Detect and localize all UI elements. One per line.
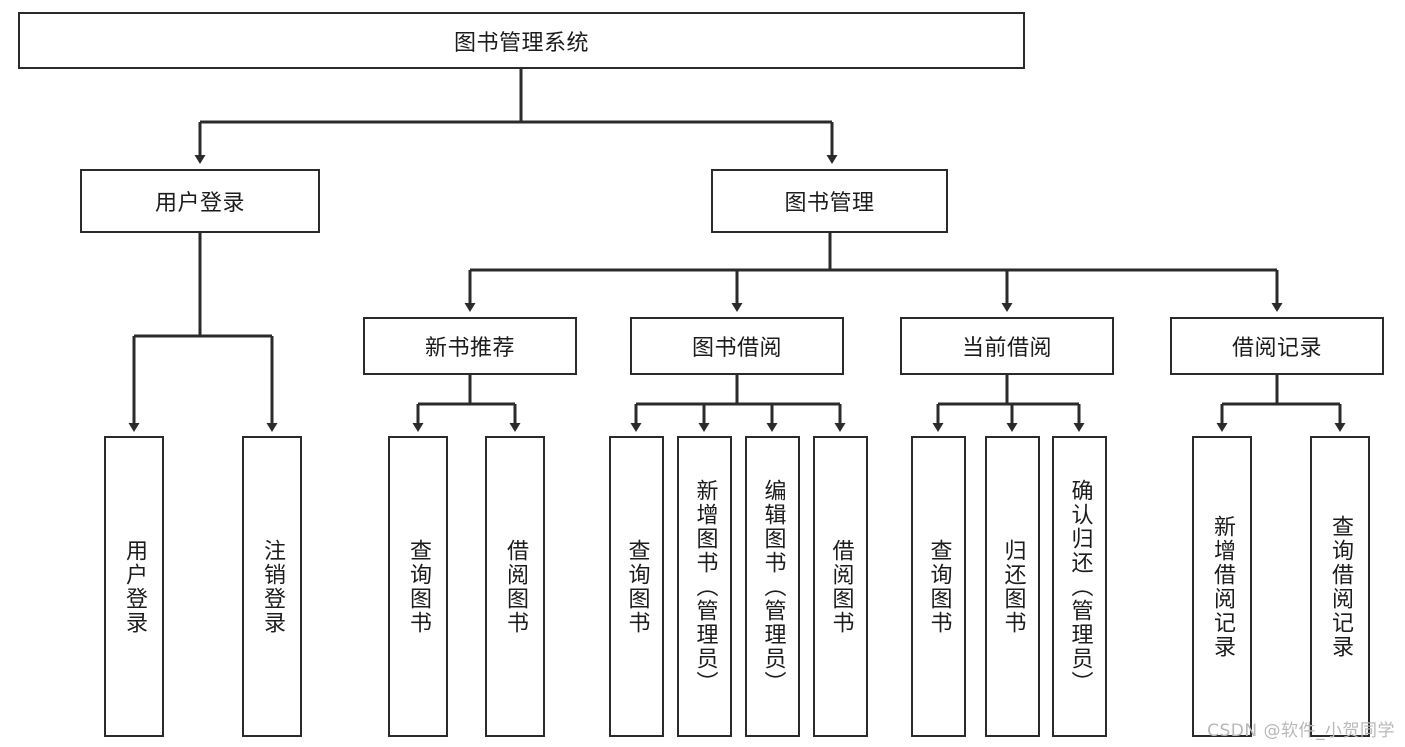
node-leaf-query-record[interactable]: 查询借阅记录 xyxy=(1310,436,1370,737)
node-label: 确认归还（管理员） xyxy=(1067,478,1093,695)
node-label: 用户登录 xyxy=(154,191,245,216)
node-label: 编辑图书（管理员） xyxy=(760,478,786,695)
node-leaf-edit-book[interactable]: 编辑图书（管理员） xyxy=(745,436,800,737)
node-label: 图书借阅 xyxy=(691,336,782,361)
node-label: 图书管理 xyxy=(784,191,875,216)
node-label: 查询图书 xyxy=(926,538,952,635)
node-book-manage[interactable]: 图书管理 xyxy=(711,169,948,233)
node-label: 图书管理系统 xyxy=(453,30,589,56)
node-label: 查询图书 xyxy=(624,538,650,635)
node-leaf-query-book-1[interactable]: 查询图书 xyxy=(388,436,448,737)
node-borrow-record[interactable]: 借阅记录 xyxy=(1170,317,1384,375)
node-leaf-add-book[interactable]: 新增图书（管理员） xyxy=(677,436,732,737)
node-root-title[interactable]: 图书管理系统 xyxy=(18,12,1025,69)
node-leaf-query-book-2[interactable]: 查询图书 xyxy=(609,436,664,737)
node-label: 当前借阅 xyxy=(961,336,1052,361)
node-label: 借阅记录 xyxy=(1231,336,1322,361)
node-current-borrow[interactable]: 当前借阅 xyxy=(900,317,1114,375)
node-label: 用户登录 xyxy=(121,538,147,635)
node-label: 新增图书（管理员） xyxy=(692,478,718,695)
node-leaf-confirm-return[interactable]: 确认归还（管理员） xyxy=(1052,436,1107,737)
node-label: 注销登录 xyxy=(259,538,285,635)
node-label: 借阅图书 xyxy=(828,538,854,635)
node-leaf-logout[interactable]: 注销登录 xyxy=(242,436,302,737)
node-label: 查询借阅记录 xyxy=(1327,514,1353,659)
node-leaf-query-book-3[interactable]: 查询图书 xyxy=(911,436,966,737)
node-label: 新增借阅记录 xyxy=(1209,514,1235,659)
node-label: 新书推荐 xyxy=(424,336,515,361)
node-leaf-borrow-book-1[interactable]: 借阅图书 xyxy=(485,436,545,737)
node-leaf-return-book[interactable]: 归还图书 xyxy=(985,436,1040,737)
node-label: 查询图书 xyxy=(405,538,431,635)
node-user-login[interactable]: 用户登录 xyxy=(80,169,320,233)
node-leaf-user-login[interactable]: 用户登录 xyxy=(104,436,164,737)
node-book-borrow[interactable]: 图书借阅 xyxy=(630,317,844,375)
node-leaf-borrow-book-2[interactable]: 借阅图书 xyxy=(813,436,868,737)
node-leaf-add-record[interactable]: 新增借阅记录 xyxy=(1192,436,1252,737)
node-label: 归还图书 xyxy=(1000,538,1026,635)
watermark: CSDN @软件_小贺同学 xyxy=(1207,721,1395,741)
node-label: 借阅图书 xyxy=(502,538,528,635)
node-new-book-recommend[interactable]: 新书推荐 xyxy=(363,317,577,375)
